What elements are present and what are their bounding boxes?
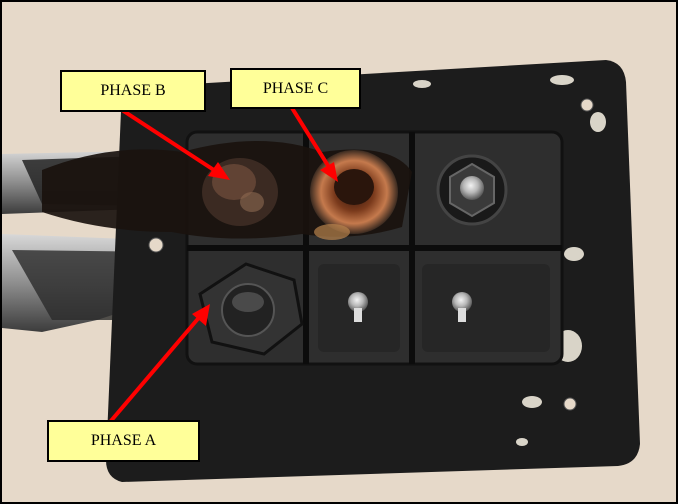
arrow-phase-b: [120, 108, 222, 176]
mounting-holes: [148, 98, 594, 411]
pointer-arrows: [108, 106, 338, 424]
phase-c-label: PHASE C: [230, 68, 361, 109]
arrow-phase-a: [108, 312, 204, 424]
arrow-phase-c: [290, 106, 334, 174]
bottom-middle-terminal: [318, 264, 400, 352]
arrow-phase-b-head: [208, 162, 230, 180]
arrow-phase-c-head: [320, 162, 338, 182]
arrow-phase-a-head: [192, 304, 210, 326]
phase-b-label: PHASE B: [60, 70, 206, 112]
phase-a-label: PHASE A: [47, 420, 200, 462]
top-right-terminal: [436, 154, 508, 226]
phase-a-terminal: [198, 262, 304, 356]
bottom-right-terminal: [422, 264, 550, 352]
